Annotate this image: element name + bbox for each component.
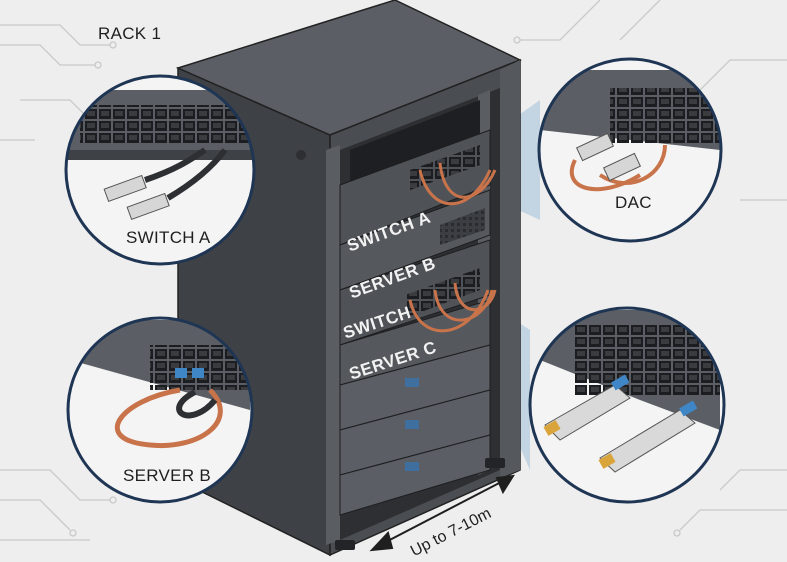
callout-sfp <box>528 306 726 504</box>
callout-server-b <box>66 316 254 504</box>
server-b-unit <box>339 189 491 291</box>
callout-label-dac: DAC <box>615 193 652 212</box>
rack-title: RACK 1 <box>98 24 162 43</box>
callout-switch-a <box>64 74 256 266</box>
switch-a-unit <box>339 129 491 246</box>
storage-units <box>339 344 491 516</box>
callout-dac <box>537 57 723 243</box>
circuit-traces <box>0 0 787 541</box>
callout-label-server-b: SERVER B <box>123 466 212 485</box>
distance-arrow <box>369 474 515 552</box>
rack-cables <box>408 162 497 333</box>
callout-label-switch-a: SWITCH A <box>126 228 211 247</box>
